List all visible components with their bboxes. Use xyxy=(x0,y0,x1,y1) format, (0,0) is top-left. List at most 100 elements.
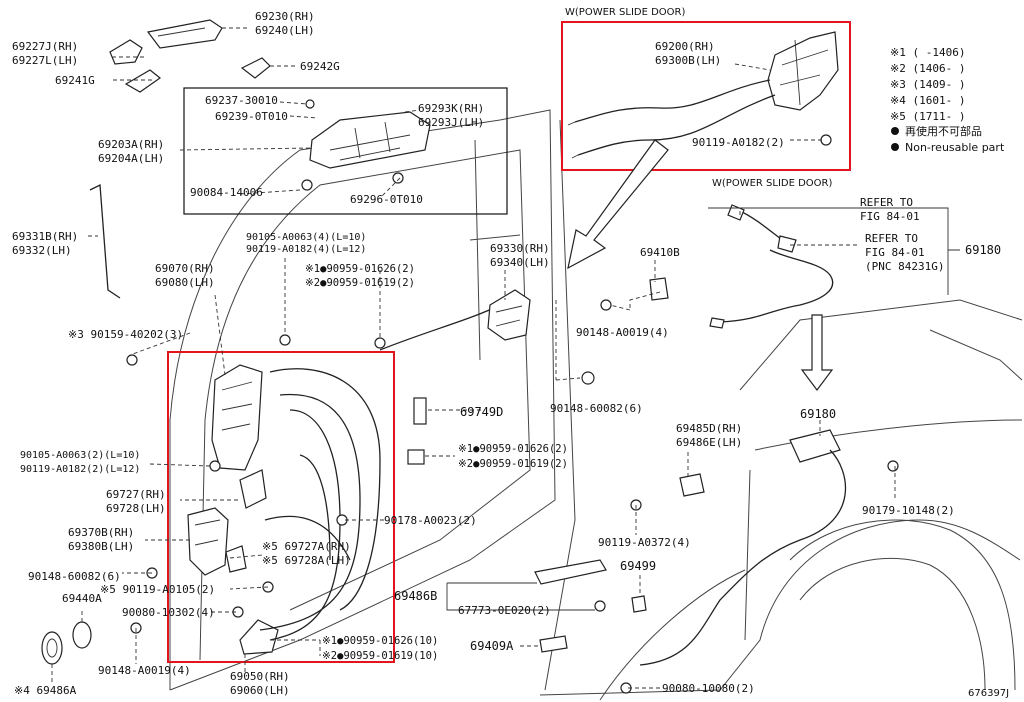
label-69080: 69080(LH) xyxy=(155,276,215,289)
cap-69486a xyxy=(41,631,63,665)
label-refer2c: (PNC 84231G) xyxy=(865,260,944,273)
label-90119e: 90119-A0372(4) xyxy=(598,536,691,549)
label-69727: 69727(RH) xyxy=(106,488,166,501)
label-90119b: 90119-A0182(2)(L=12) xyxy=(20,464,140,475)
label-90959a1: ※1●90959-01626(2) xyxy=(305,263,415,275)
label-69230: 69230(RH) xyxy=(255,10,315,23)
label-69410b: 69410B xyxy=(640,246,680,259)
label-69227j: 69227J(RH) xyxy=(12,40,78,53)
clip-69749d xyxy=(413,397,427,425)
label-90084: 90084-14006 xyxy=(190,186,263,199)
label-69340: 69340(LH) xyxy=(490,256,550,269)
header-power-slide-right: W(POWER SLIDE DOOR) xyxy=(712,178,832,189)
label-90179: 90179-10148(2) xyxy=(862,504,955,517)
handle-pad-69241g xyxy=(124,69,162,93)
lock-bracket-69727 xyxy=(239,469,267,509)
clip-90959-pair xyxy=(407,449,425,465)
label-refer1b: FIG 84-01 xyxy=(860,210,920,223)
label-90959c2: ※2●90959-01619(10) xyxy=(322,650,438,662)
label-69499: 69499 xyxy=(620,559,656,573)
label-69300b: 69300B(LH) xyxy=(655,54,721,67)
part-labels: 69230(RH) 69240(LH) 69227J(RH) 69227L(LH… xyxy=(12,7,1009,699)
label-refer2b: FIG 84-01 xyxy=(865,246,925,259)
label-69409a: 69409A xyxy=(470,639,514,653)
label-90119a: 90119-A0182(4)(L=12) xyxy=(246,244,366,255)
red-highlight-box-power-slide xyxy=(561,21,851,171)
label-69200: 69200(RH) xyxy=(655,40,715,53)
legend-n1: ※1 ( -1406) xyxy=(890,46,965,59)
label-69180a: 69180 xyxy=(965,243,1001,257)
label-90119d: 90119-A0182(2) xyxy=(692,136,785,149)
label-69380b: 69380B(LH) xyxy=(68,540,134,553)
label-90105a: 90105-A0063(4)(L=10) xyxy=(246,232,366,243)
handle-pad-69242g xyxy=(240,57,271,79)
outside-handle-69230 xyxy=(146,19,223,49)
label-69203a: 69203A(RH) xyxy=(98,138,164,151)
label-refer1a: REFER TO xyxy=(860,196,913,209)
label-refer2a: REFER TO xyxy=(865,232,918,245)
label-69440a: 69440A xyxy=(62,592,102,605)
label-90178: 90178-A0023(2) xyxy=(384,514,477,527)
label-69486a: ※4 69486A xyxy=(14,684,77,697)
rear-lock-69330 xyxy=(487,289,531,341)
cover-69440a xyxy=(72,621,92,649)
label-67773: 67773-0E020(2) xyxy=(458,604,551,617)
fasteners xyxy=(126,134,899,694)
label-69050: 69050(RH) xyxy=(230,670,290,683)
label-69242g: 69242G xyxy=(300,60,340,73)
label-69227l: 69227L(LH) xyxy=(12,54,78,67)
label-69070: 69070(RH) xyxy=(155,262,215,275)
label-69727a: ※5 69727A(RH) xyxy=(262,540,351,553)
label-90105b: 90105-A0063(2)(L=10) xyxy=(20,450,140,461)
clip-69499 xyxy=(631,595,647,613)
legend-bullet-icon xyxy=(891,143,899,151)
leader-lines xyxy=(51,27,960,689)
label-90148c: 90148-60082(6) xyxy=(28,570,121,583)
handle-frame-69293 xyxy=(301,99,431,191)
label-69749d: 69749D xyxy=(460,405,503,419)
label-90959a2: ※2●90959-01619(2) xyxy=(305,277,415,289)
lock-cables xyxy=(259,368,381,641)
label-69060: 69060(LH) xyxy=(230,684,290,697)
cable-to-rear-lock xyxy=(379,304,501,351)
label-69485d: 69485D(RH) xyxy=(676,422,742,435)
handle-cover-69227j xyxy=(109,39,143,65)
label-69370b: 69370B(RH) xyxy=(68,526,134,539)
lock-assembly-69370b xyxy=(187,507,229,576)
harness-69180 xyxy=(709,204,834,329)
label-69330: 69330(RH) xyxy=(490,242,550,255)
label-69241g: 69241G xyxy=(55,74,95,87)
label-69728: 69728(LH) xyxy=(106,502,166,515)
legend-n2: ※2 (1406- ) xyxy=(890,62,965,75)
label-69332: 69332(LH) xyxy=(12,244,72,257)
clip-69410b xyxy=(649,277,669,301)
lock-assembly-69070 xyxy=(211,364,263,471)
inset-box-handle-frame xyxy=(183,87,508,215)
legend-bullet-icon xyxy=(891,127,899,135)
red-highlight-box-lock xyxy=(167,351,395,663)
label-90959c1: ※1●90959-01626(10) xyxy=(322,635,438,647)
label-90959b2: ※2●90959-01619(2) xyxy=(458,458,568,470)
label-90148d: 90148-A0019(4) xyxy=(98,664,191,677)
label-69180b: 69180 xyxy=(800,407,836,421)
legend-reuse-en: Non-reusable part xyxy=(905,141,1005,154)
figure-id: 676397J xyxy=(968,688,1009,699)
label-69293k: 69293K(RH) xyxy=(418,102,484,115)
label-90159: ※3 90159-40202(3) xyxy=(68,328,183,341)
legend-n3: ※3 (1409- ) xyxy=(890,78,965,91)
bracket-69727a xyxy=(225,545,247,573)
label-69239: 69239-0T010 xyxy=(215,110,288,123)
label-69293j: 69293J(LH) xyxy=(418,116,484,129)
label-90080a: 90080-10302(4) xyxy=(122,606,215,619)
label-69296: 69296-0T010 xyxy=(350,193,423,206)
label-69237: 69237-30010 xyxy=(205,94,278,107)
label-90148b: 90148-60082(6) xyxy=(550,402,643,415)
body-harness-69180 xyxy=(639,429,847,666)
door-frame-outline xyxy=(169,109,576,691)
legend-n4: ※4 (1601- ) xyxy=(890,94,965,107)
lower-lock-69050 xyxy=(239,619,279,655)
rear-body-outline xyxy=(539,299,1023,701)
step-light-69486b xyxy=(534,559,607,585)
